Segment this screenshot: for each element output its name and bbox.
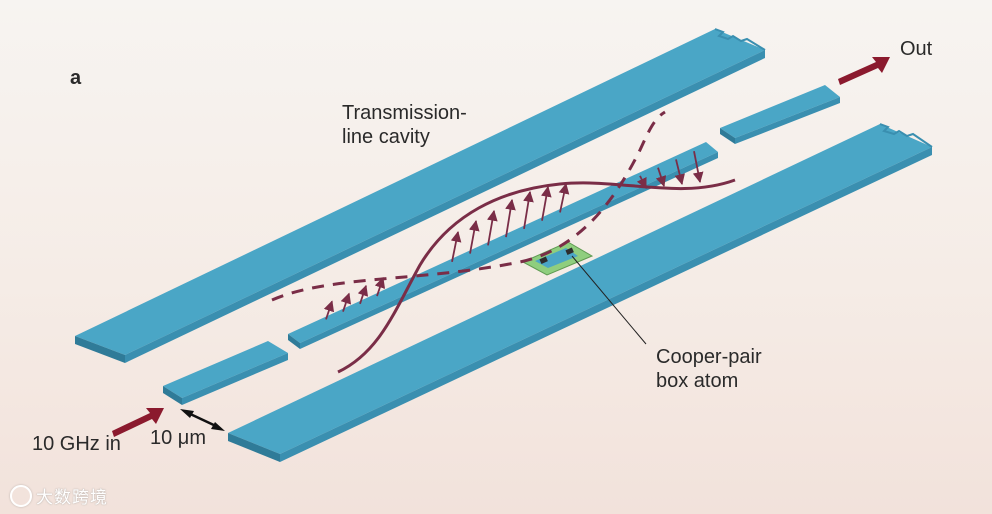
input-frequency-label: 10 GHz in bbox=[32, 433, 121, 455]
cooper-pair-box bbox=[521, 241, 594, 276]
field-vector-arrow bbox=[340, 292, 352, 312]
field-vector-arrow bbox=[487, 209, 498, 246]
field-vector-arrow bbox=[674, 159, 685, 186]
field-vector-arrow bbox=[655, 167, 667, 188]
field-vector-arrow bbox=[540, 185, 552, 221]
field-wave bbox=[337, 178, 736, 374]
gap-size-label: 10 μm bbox=[150, 427, 206, 449]
cooper-pair-label: Cooper-pair box atom bbox=[656, 346, 762, 392]
center-conductor bbox=[288, 142, 718, 349]
watermark: 大数跨境 bbox=[10, 483, 108, 508]
field-vector-arrow bbox=[323, 300, 335, 320]
panel-label: a bbox=[70, 67, 82, 89]
field-vector-arrow bbox=[374, 277, 386, 297]
input-strip bbox=[163, 341, 288, 405]
output-arrow bbox=[838, 57, 890, 85]
field-vector-arrow bbox=[523, 190, 534, 230]
field-vector-arrow bbox=[692, 151, 704, 184]
dashed-field-envelope bbox=[271, 110, 666, 302]
top-ground-strip bbox=[75, 28, 766, 363]
input-arrow bbox=[112, 408, 164, 437]
cooper-pair-pointer bbox=[571, 255, 647, 345]
field-vector-arrow bbox=[450, 230, 462, 262]
watermark-logo-icon bbox=[10, 485, 32, 507]
gap-double-arrow bbox=[180, 409, 225, 431]
field-vector-arrow bbox=[468, 219, 480, 254]
transmission-line-label: Transmission- line cavity bbox=[342, 102, 467, 148]
bottom-ground-strip bbox=[228, 123, 933, 462]
out-label: Out bbox=[900, 38, 933, 60]
field-vector-arrow bbox=[558, 182, 570, 213]
field-vector-arrow bbox=[357, 284, 369, 305]
output-strip bbox=[720, 85, 840, 144]
field-arrows bbox=[323, 151, 704, 320]
field-vector-arrow bbox=[505, 198, 516, 238]
